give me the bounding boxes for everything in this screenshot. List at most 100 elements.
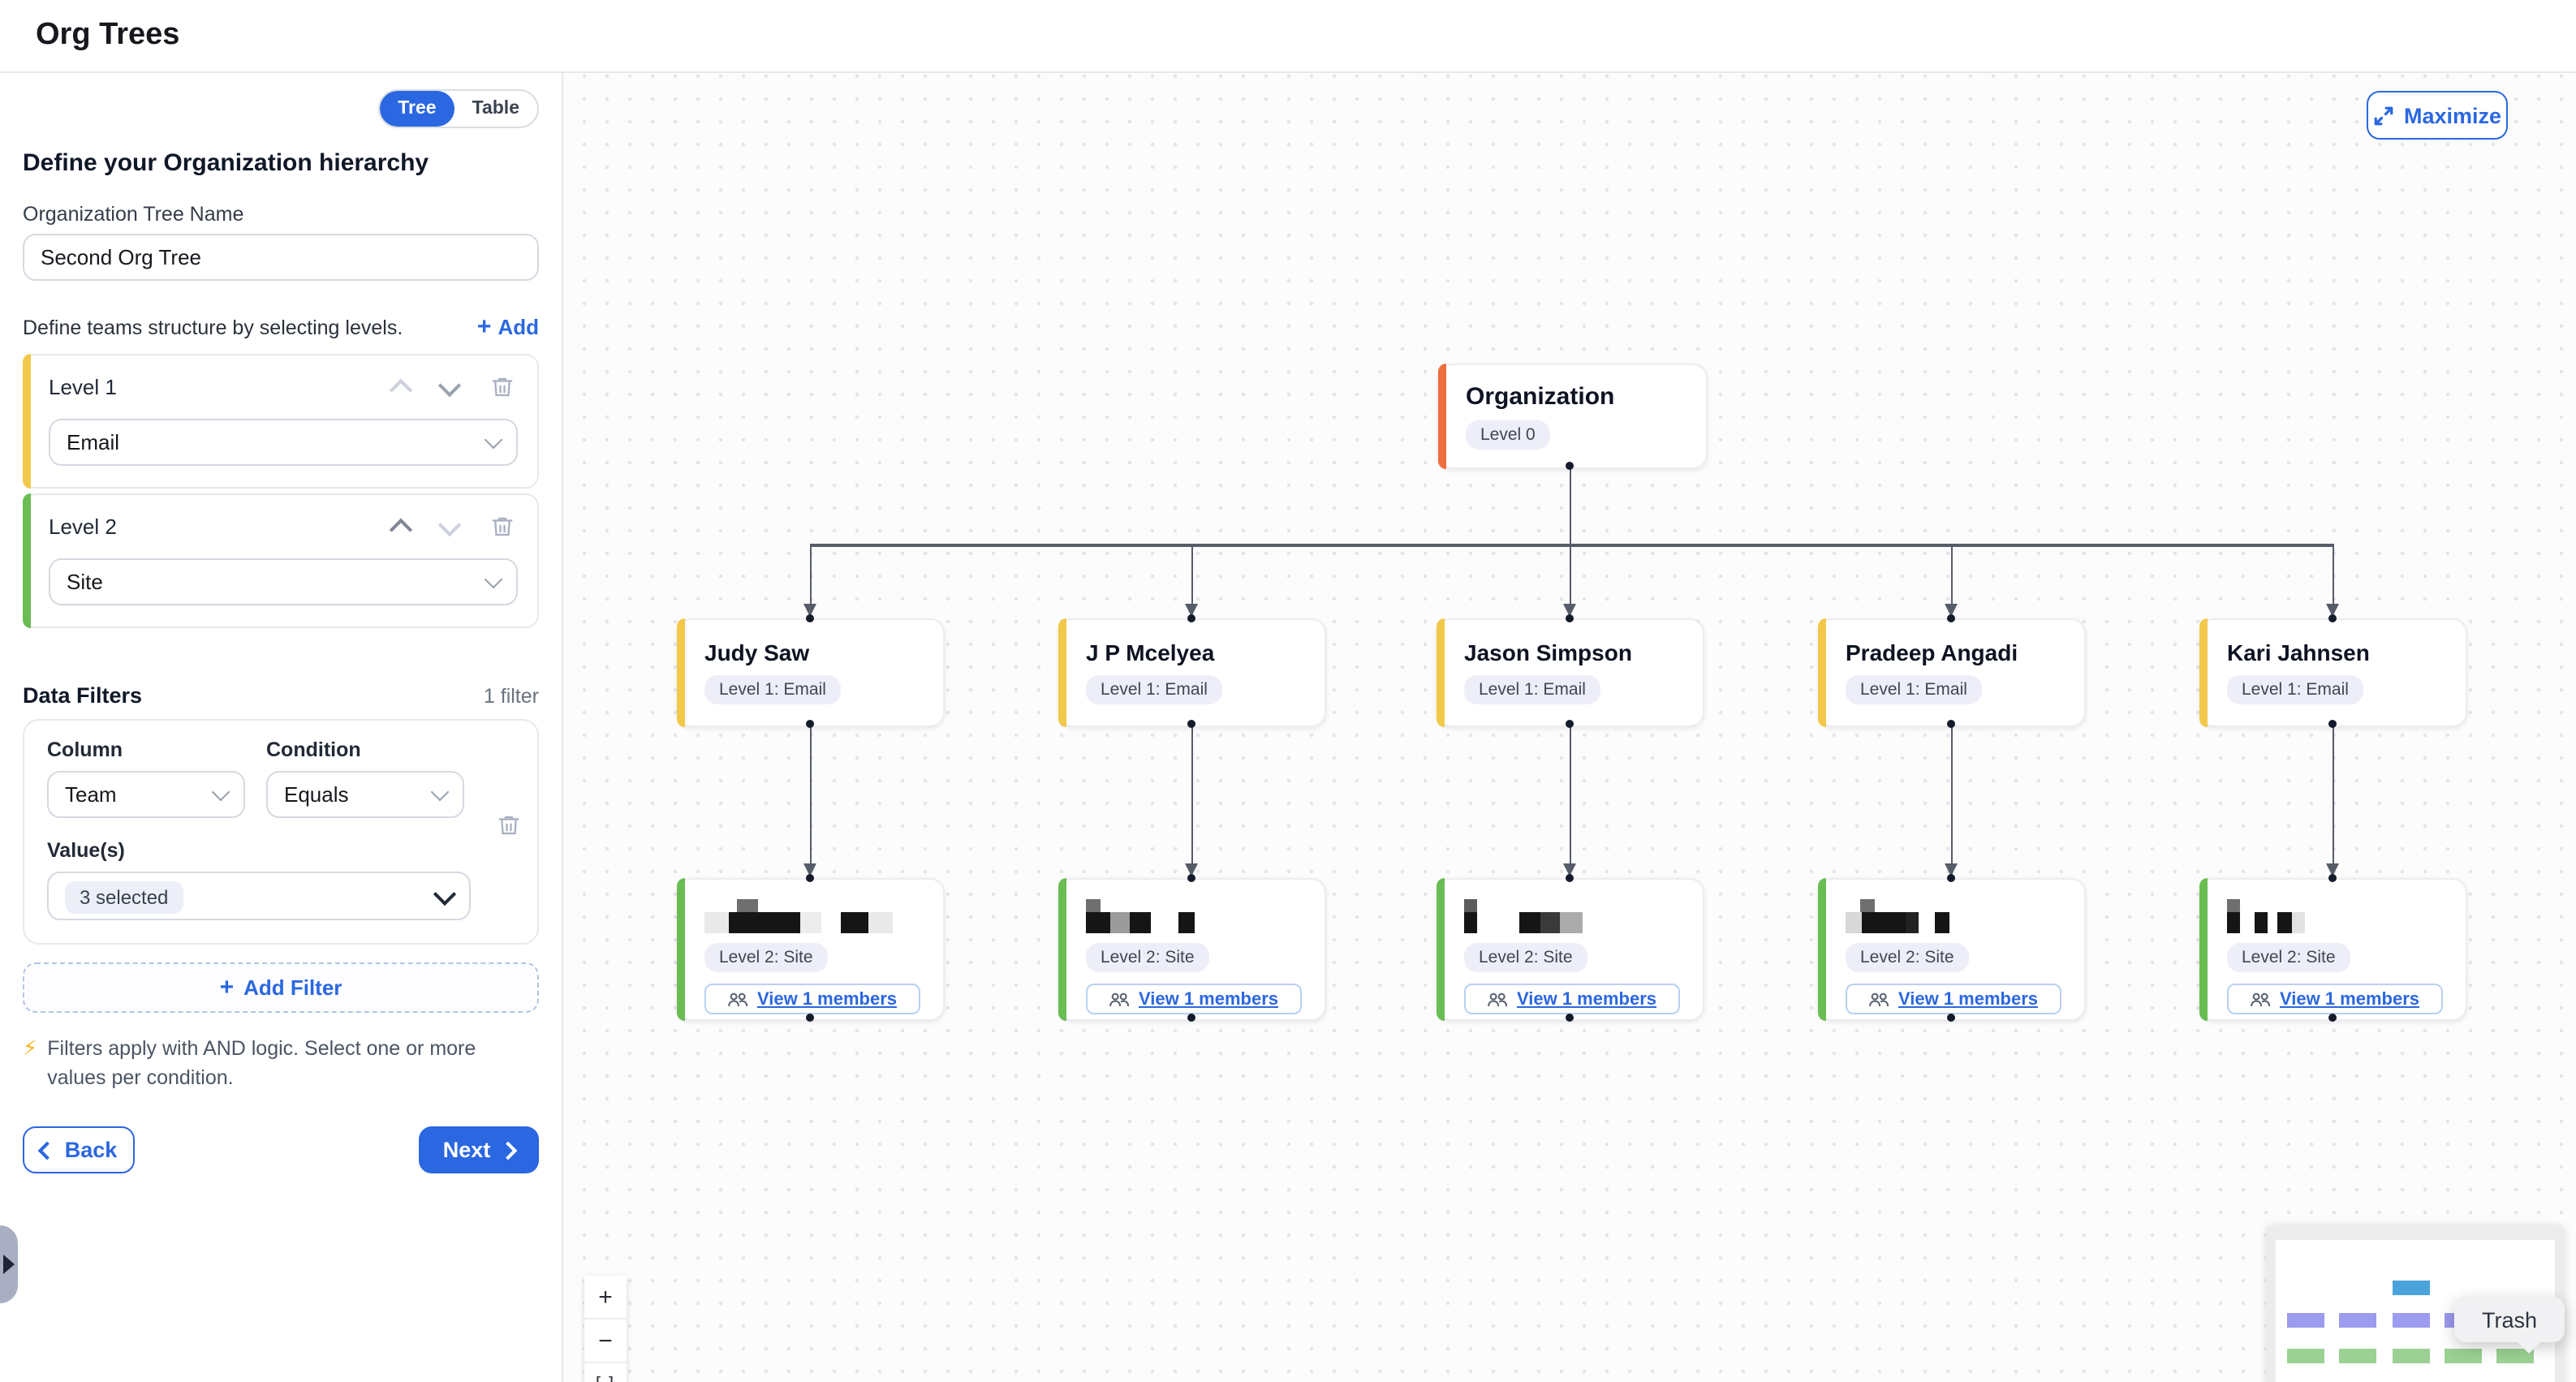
people-icon [1488, 991, 1509, 1007]
redaction-block [868, 912, 893, 933]
redaction-block [800, 912, 821, 933]
view-members-button[interactable]: View 1 members [1846, 984, 2061, 1014]
connector-dot [1187, 614, 1195, 622]
view-members-button[interactable]: View 1 members [704, 984, 920, 1014]
node-badge: Level 2: Site [1846, 943, 1969, 972]
values-label: Value(s) [47, 839, 515, 862]
level1-node[interactable]: Kari JahnsenLevel 1: Email [2199, 618, 2467, 727]
node-accent [1437, 878, 1445, 1021]
toggle-table[interactable]: Table [454, 91, 537, 127]
people-icon [1109, 991, 1131, 1007]
chevron-down-icon[interactable] [438, 373, 461, 396]
level1-node[interactable]: J P McelyeaLevel 1: Email [1058, 618, 1326, 727]
connector-line [1570, 544, 1571, 605]
fit-view-button[interactable]: [ ] [584, 1363, 627, 1382]
maximize-button[interactable]: Maximize [2367, 91, 2508, 140]
level1-node[interactable]: Judy SawLevel 1: Email [677, 618, 945, 727]
view-members-button[interactable]: View 1 members [1086, 984, 1302, 1014]
add-filter-button[interactable]: + Add Filter [23, 962, 539, 1013]
level2-node[interactable]: Level 2: SiteView 1 members [1437, 878, 1704, 1021]
connector-line [1951, 544, 1953, 605]
redacted-name [1846, 899, 2084, 933]
condition-select[interactable]: Equals [266, 771, 464, 818]
page-title: Org Trees [36, 0, 2576, 71]
chevron-down-icon [212, 783, 230, 802]
node-accent [677, 618, 685, 727]
connector-dot [1947, 1014, 1955, 1022]
root-node[interactable]: Organization Level 0 [1438, 364, 1708, 469]
tree-canvas[interactable]: Maximize Organization Level 0 + − [ ] Tr… [563, 71, 2576, 1382]
redaction-block [1130, 912, 1151, 933]
sidebar: Tree Table Define your Organization hier… [0, 71, 563, 1382]
node-badge: Level 1: Email [704, 675, 841, 704]
view-members-label: View 1 members [2280, 989, 2419, 1009]
chevron-down-icon [433, 882, 456, 905]
view-members-label: View 1 members [757, 989, 897, 1009]
view-members-label: View 1 members [1898, 989, 2038, 1009]
values-select[interactable]: 3 selected [47, 872, 471, 920]
next-button[interactable]: Next [419, 1127, 539, 1174]
node-badge: Level 2: Site [2227, 943, 2350, 972]
node-badge: Level 0 [1466, 420, 1550, 450]
connector-dot [1947, 720, 1955, 728]
node-badge: Level 1: Email [1464, 675, 1600, 704]
tree-name-input[interactable] [23, 234, 539, 281]
level-1-select[interactable]: Email [49, 419, 518, 466]
view-members-button[interactable]: View 1 members [2227, 984, 2443, 1014]
view-members-button[interactable]: View 1 members [1464, 984, 1680, 1014]
redaction-block [1519, 912, 1540, 933]
minimap-node [2339, 1313, 2376, 1328]
connector-dot [2328, 614, 2337, 622]
redaction-block [841, 912, 868, 933]
toggle-tree[interactable]: Tree [380, 91, 454, 127]
connector-dot [2328, 874, 2337, 882]
level2-node[interactable]: Level 2: SiteView 1 members [1058, 878, 1326, 1021]
connector-dot [1187, 1014, 1195, 1022]
node-title: Pradeep Angadi [1846, 639, 2084, 665]
sidebar-expand-handle[interactable] [0, 1225, 18, 1303]
connector-line [2333, 544, 2334, 605]
chevron-up-icon[interactable] [390, 518, 412, 540]
level1-node[interactable]: Pradeep AngadiLevel 1: Email [1818, 618, 2086, 727]
redaction-block [821, 912, 841, 933]
minimap-node [2393, 1313, 2430, 1328]
trash-icon[interactable] [490, 375, 515, 399]
connector-dot [1187, 720, 1195, 728]
redaction-block [729, 912, 800, 933]
node-accent [1437, 618, 1445, 727]
minimap-node [2393, 1349, 2430, 1363]
selected-values-chip: 3 selected [65, 880, 183, 913]
node-badge: Level 1: Email [1846, 675, 1982, 704]
zoom-out-button[interactable]: − [584, 1320, 627, 1363]
connector-dot [1566, 614, 1574, 622]
chevron-up-icon[interactable] [390, 378, 412, 401]
redaction-row [704, 912, 893, 933]
chevron-right-icon [499, 1141, 518, 1160]
column-select[interactable]: Team [47, 771, 245, 818]
node-badge: Level 2: Site [1464, 943, 1587, 972]
back-button[interactable]: Back [23, 1127, 135, 1174]
view-toggle[interactable]: Tree Table [378, 89, 539, 128]
trash-icon[interactable] [490, 514, 515, 539]
node-badge: Level 2: Site [704, 943, 828, 972]
redaction-block [1464, 912, 1477, 933]
trash-icon[interactable] [497, 813, 521, 837]
level2-node[interactable]: Level 2: SiteView 1 members [2199, 878, 2467, 1021]
connector-dot [1187, 874, 1195, 882]
level2-node[interactable]: Level 2: SiteView 1 members [1818, 878, 2086, 1021]
redaction-block [2240, 912, 2255, 933]
redaction-block [1477, 912, 1519, 933]
plus-icon: + [477, 315, 492, 339]
chevron-down-icon [431, 783, 450, 802]
level2-node[interactable]: Level 2: SiteView 1 members [677, 878, 945, 1021]
add-level-button[interactable]: + Add [477, 315, 539, 339]
redacted-name [1086, 899, 1325, 933]
level-2-select[interactable]: Site [49, 558, 518, 605]
column-label: Column [47, 738, 245, 761]
zoom-in-button[interactable]: + [584, 1276, 627, 1320]
connector-dot [1566, 462, 1574, 470]
level1-node[interactable]: Jason SimpsonLevel 1: Email [1437, 618, 1704, 727]
chevron-down-icon[interactable] [438, 513, 461, 536]
connector-line [1191, 727, 1193, 865]
redaction-block [1919, 912, 1935, 933]
